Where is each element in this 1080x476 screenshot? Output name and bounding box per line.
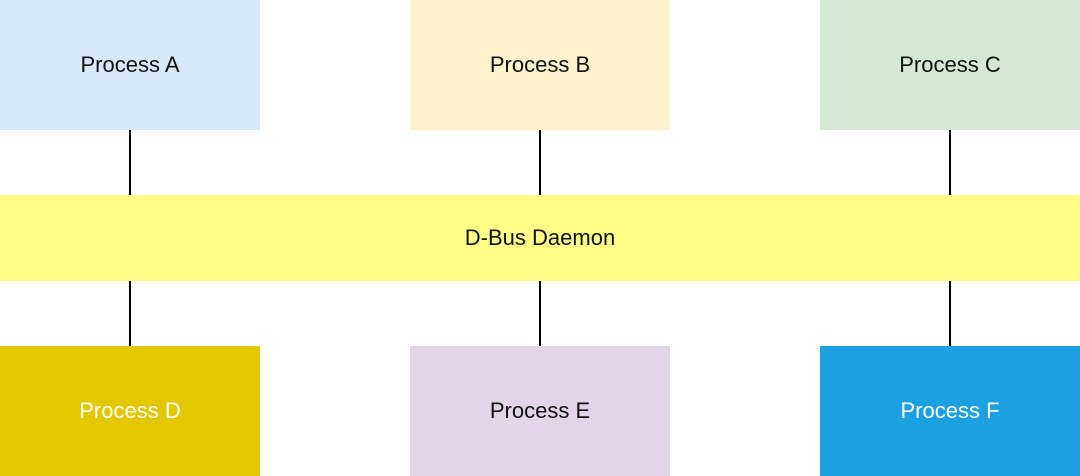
process-b-box: Process B [410,0,670,130]
connector-b-to-bus [539,130,541,195]
process-a-box: Process A [0,0,260,130]
dbus-daemon-label: D-Bus Daemon [464,225,616,250]
process-e-box: Process E [410,346,670,476]
connector-bus-to-f [949,281,951,346]
process-e-label: Process E [489,398,591,423]
process-c-box: Process C [820,0,1080,130]
process-a-label: Process A [80,52,180,77]
process-f-box: Process F [820,346,1080,476]
process-c-label: Process C [899,52,1001,77]
process-d-label: Process D [79,398,181,423]
connector-a-to-bus [129,130,131,195]
connector-bus-to-e [539,281,541,346]
process-f-label: Process F [900,398,1000,423]
process-d-box: Process D [0,346,260,476]
process-b-label: Process B [489,52,591,77]
connector-c-to-bus [949,130,951,195]
connector-bus-to-d [129,281,131,346]
dbus-daemon-bar: D-Bus Daemon [0,195,1080,281]
